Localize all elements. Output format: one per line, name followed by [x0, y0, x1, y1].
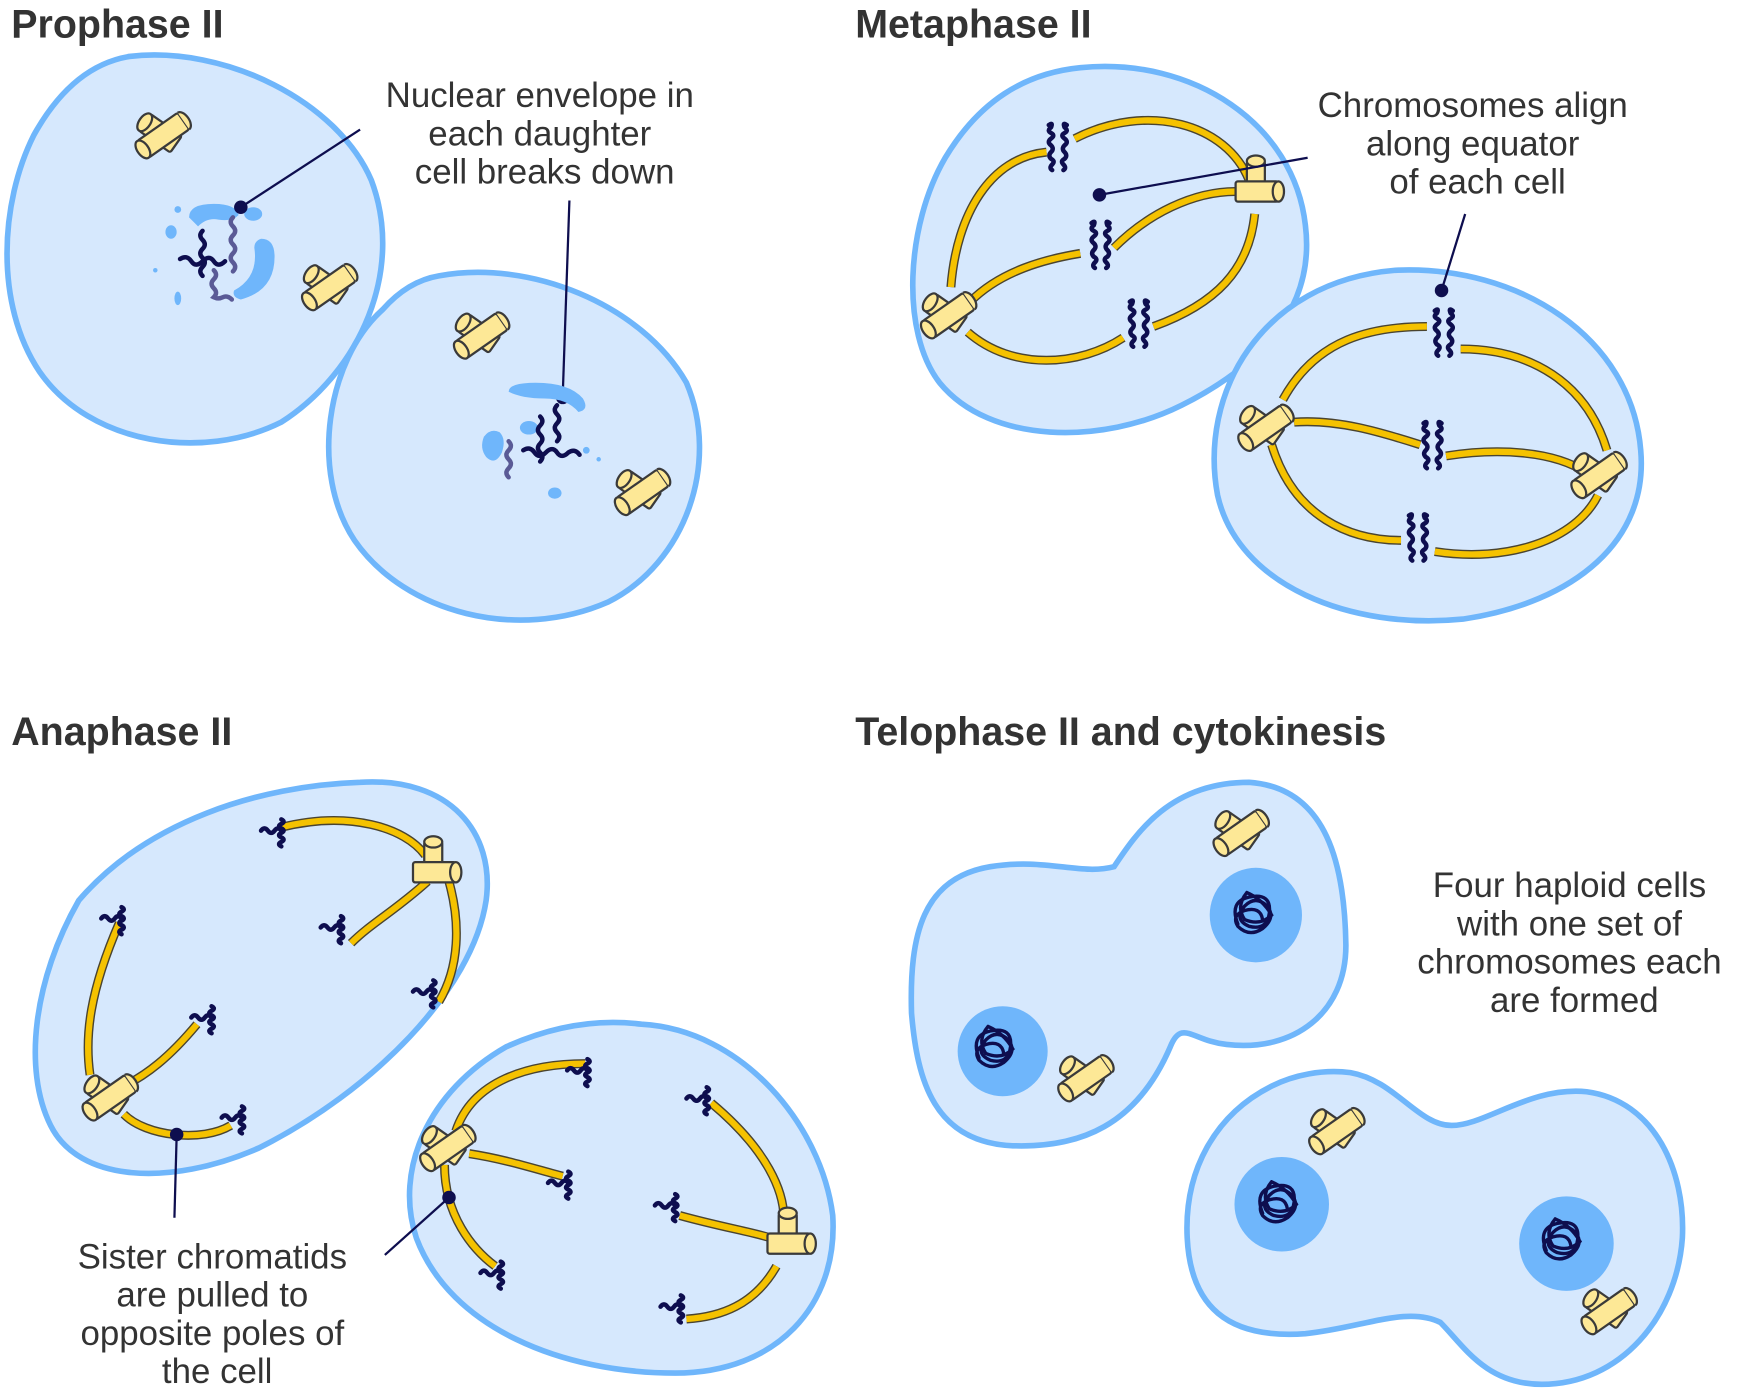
annotation-prophase: Nuclear envelope in each daughter cell b…: [386, 76, 704, 192]
nuclear-envelope-fragments: [153, 203, 275, 306]
panel-title-metaphase: Metaphase II: [855, 2, 1091, 46]
nucleus-icon: [1519, 1196, 1614, 1291]
cell-telophase-2: [1184, 1068, 1686, 1388]
annotation-metaphase: Chromosomes align along equator of each …: [1318, 86, 1638, 202]
panel-metaphase: Metaphase II: [855, 2, 1645, 624]
callout-leader: [1099, 156, 1308, 196]
callout-dot: [234, 200, 248, 214]
nucleus-icon: [1234, 1157, 1330, 1252]
spindle-fibers: [946, 115, 1260, 365]
panel-telophase: Telophase II and cytokinesis Four haploi…: [855, 710, 1731, 1388]
callout-dot: [1434, 283, 1449, 298]
cell-prophase-2: [325, 269, 703, 623]
callout-leader: [240, 128, 361, 209]
panel-title-anaphase: Anaphase II: [11, 710, 232, 754]
chromosome-icon: [177, 215, 238, 302]
spindle-fibers: [440, 1059, 789, 1324]
panel-prophase: Prophase II Nuclear envelope in e: [4, 2, 704, 623]
callout-dot: [1092, 188, 1107, 202]
cell-anaphase-2: [406, 1019, 836, 1376]
chromosome-icon: [504, 403, 582, 480]
nucleus-icon: [1209, 867, 1302, 963]
panel-title-prophase: Prophase II: [11, 2, 223, 46]
callout-leader: [173, 1134, 178, 1218]
annotation-telophase: Four haploid cells with one set of chrom…: [1417, 866, 1731, 1020]
panel-anaphase: Anaphase II: [11, 710, 836, 1391]
callout-dot: [169, 1127, 184, 1142]
callout-leader: [384, 1196, 450, 1256]
callout-leader: [561, 200, 571, 398]
callout-leader: [1440, 213, 1467, 291]
callout-dot: [442, 1190, 456, 1205]
nuclear-envelope-fragments: [482, 382, 601, 499]
panel-title-telophase: Telophase II and cytokinesis: [855, 710, 1386, 754]
cell-prophase-1: [4, 52, 386, 446]
annotation-anaphase: Sister chromatids are pulled to opposite…: [78, 1237, 357, 1391]
